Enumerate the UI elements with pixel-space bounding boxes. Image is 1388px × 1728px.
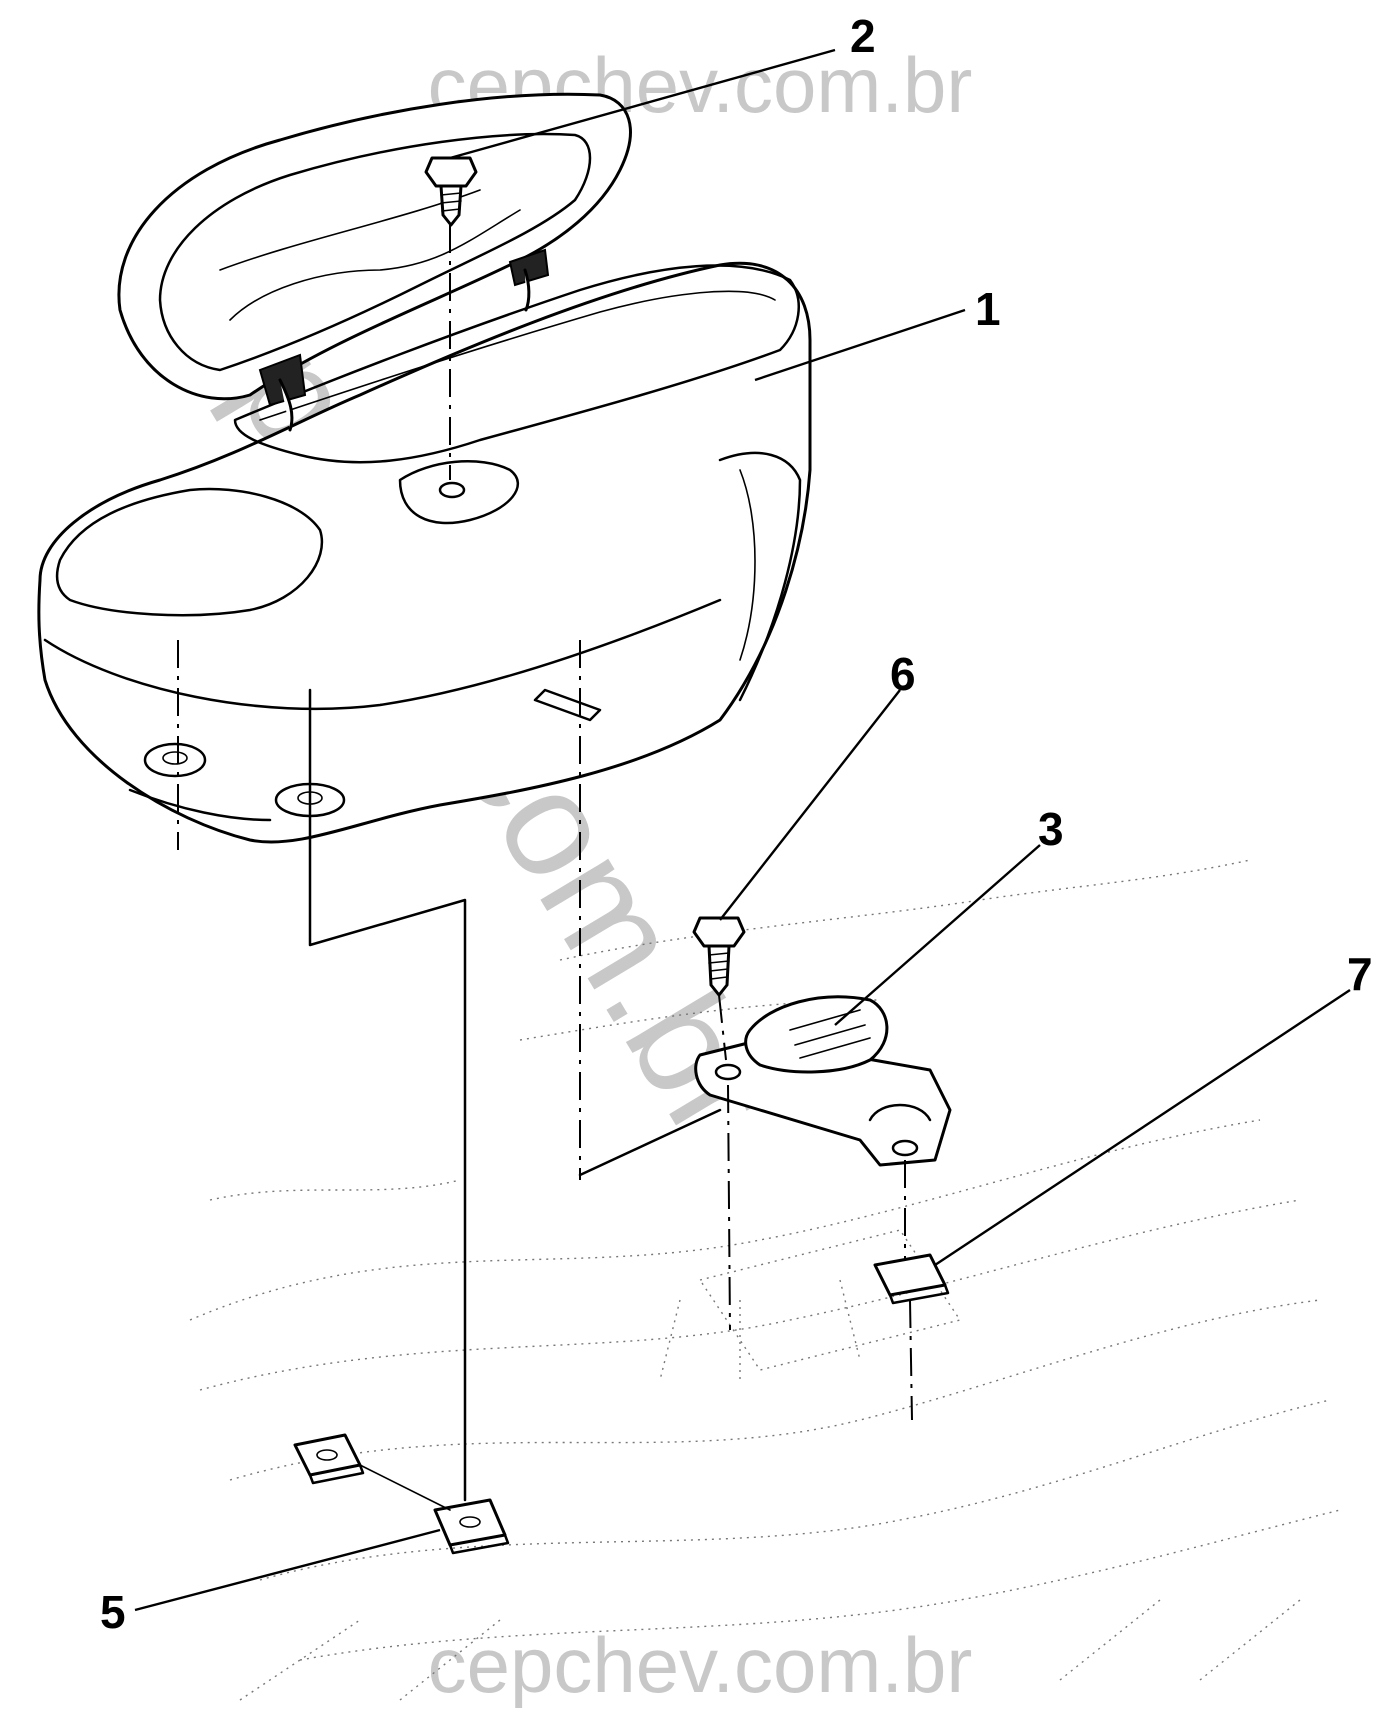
leader-lines xyxy=(134,48,1351,1612)
assembly-lines xyxy=(177,640,913,1502)
console-body xyxy=(37,261,812,844)
hinge-clips xyxy=(258,248,550,432)
bolt-6 xyxy=(692,916,746,997)
floor-pan xyxy=(189,859,1341,1701)
callout-2: 2 xyxy=(850,10,876,62)
callout-3: 3 xyxy=(1038,803,1064,855)
nuts-5 xyxy=(293,1433,510,1555)
callout-7: 7 xyxy=(1347,948,1373,1000)
callout-6: 6 xyxy=(890,648,916,700)
watermark-bottom: cepchev.com.br xyxy=(428,1621,973,1709)
bolt-2 xyxy=(424,156,478,480)
callout-5: 5 xyxy=(100,1586,126,1638)
callout-1: 1 xyxy=(975,283,1001,335)
nut-7 xyxy=(873,1253,950,1305)
